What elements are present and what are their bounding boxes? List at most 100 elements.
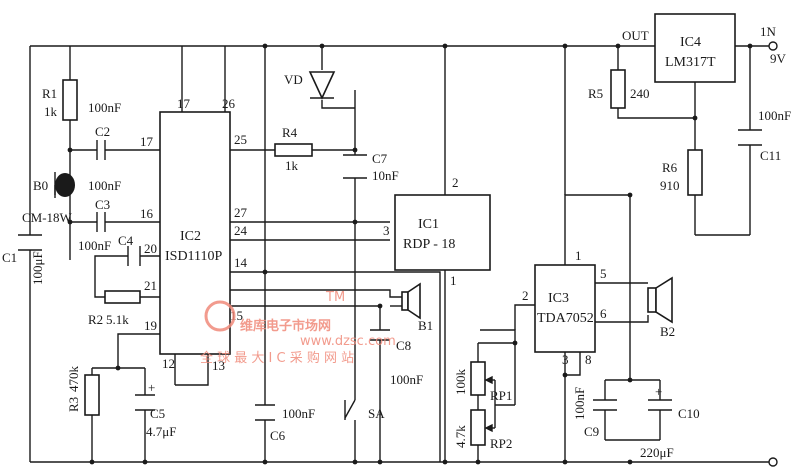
c8-label: C8 <box>396 338 411 353</box>
vd-label: VD <box>284 72 303 87</box>
ic4-body <box>654 13 736 83</box>
c5-plus: + <box>148 380 155 395</box>
c9-value: 100nF <box>572 387 587 420</box>
watermark-tm: TM <box>325 290 345 305</box>
c4-label: C4 <box>118 233 134 248</box>
ic2-pin-12: 12 <box>162 356 175 371</box>
c6-value: 100nF <box>282 406 315 421</box>
ic3-pin-2: 2 <box>522 288 529 303</box>
sa-switch <box>344 399 356 420</box>
ic3-body <box>534 264 596 353</box>
capacitors <box>18 129 762 421</box>
c10-plus: + <box>655 384 662 399</box>
ic2-part: ISD1110P <box>165 249 223 264</box>
c4-value: 100nF <box>78 238 111 253</box>
ic2-pin-25: 25 <box>234 132 247 147</box>
c3-label: C3 <box>95 197 110 212</box>
b2-speaker <box>647 276 673 324</box>
ic3-name: IC3 <box>548 291 569 306</box>
input-terminal <box>768 41 778 51</box>
ic2-pin-17-top: 17 <box>177 96 191 111</box>
ic3-pin-8: 8 <box>585 352 592 367</box>
ic2-pin-13: 13 <box>212 358 225 373</box>
c2-label: C2 <box>95 124 110 139</box>
ic2-pin-27: 27 <box>234 205 248 220</box>
r6-value: 910 <box>660 178 680 193</box>
r3-label: R3 <box>66 397 81 412</box>
ic1-body <box>394 194 491 271</box>
c7-value: 10nF <box>372 168 399 183</box>
r6-resistor <box>687 149 703 196</box>
ic1-name: IC1 <box>418 217 439 232</box>
b0-label: B0 <box>33 178 48 193</box>
ic2-pin-24: 24 <box>234 223 248 238</box>
rp1-potentiometer <box>470 361 486 396</box>
ic2-pin-17-left: 17 <box>140 134 154 149</box>
c7-label: C7 <box>372 151 388 166</box>
ic2-pin-19: 19 <box>144 318 157 333</box>
b2-label: B2 <box>660 324 675 339</box>
c9-label: C9 <box>584 424 599 439</box>
c11-value: 100nF <box>758 108 791 123</box>
b0-part: CM-18W <box>22 210 73 225</box>
r1-resistor <box>62 79 78 121</box>
ic2-pin-20: 20 <box>144 241 157 256</box>
ic2-pin-14: 14 <box>234 255 248 270</box>
ic2-pin-26: 26 <box>222 96 236 111</box>
supply-voltage-label: 9V <box>770 51 787 66</box>
c3-value: 100nF <box>88 178 121 193</box>
ic2-body <box>159 111 231 355</box>
ground-terminal <box>768 457 778 467</box>
r1-label: R1 <box>42 86 57 101</box>
rp1-value: 100k <box>453 369 468 396</box>
watermark-brand: 维库电子市场网 <box>240 318 331 334</box>
r2-value: 5.1k <box>106 312 129 327</box>
ic3-part: TDA7052 <box>537 311 594 326</box>
r4-resistor <box>274 143 313 157</box>
ic4-part: LM317T <box>665 55 716 70</box>
watermark-url: www.dzsc.com <box>300 334 396 349</box>
watermark-slogan: 全 球 最 大 I C 采 购 网 站 <box>200 350 354 366</box>
ic2-name: IC2 <box>180 229 201 244</box>
rp2-potentiometer <box>470 409 486 446</box>
r1-value: 1k <box>44 104 58 119</box>
b1-label: B1 <box>418 318 433 333</box>
r5-resistor <box>610 69 626 109</box>
r4-label: R4 <box>282 125 298 140</box>
c10-value: 220μF <box>640 445 674 460</box>
wires <box>29 45 770 463</box>
c5-label: C5 <box>150 406 165 421</box>
vd-diode <box>308 71 336 100</box>
pot-wipers <box>484 375 496 433</box>
ic1-pin-2: 2 <box>452 175 459 190</box>
ic1-pin-3: 3 <box>383 223 390 238</box>
ic2-pin-21: 21 <box>144 278 157 293</box>
ic3-pin-6: 6 <box>600 306 607 321</box>
c6-label: C6 <box>270 428 286 443</box>
r6-label: R6 <box>662 160 678 175</box>
r3-value: 470k <box>66 366 81 393</box>
r5-value: 240 <box>630 86 650 101</box>
ic2-pin-16: 16 <box>140 206 154 221</box>
b0-microphone <box>55 173 75 197</box>
ic3-pin-3: 3 <box>562 352 569 367</box>
c8-value: 100nF <box>390 372 423 387</box>
ic4-out-label: OUT <box>622 28 649 43</box>
c2-value: 100nF <box>88 100 121 115</box>
ic1-part: RDP - 18 <box>403 237 455 252</box>
ic1-pin-1: 1 <box>450 273 457 288</box>
rp1-label: RP1 <box>490 388 512 403</box>
ic3-pin-1: 1 <box>575 248 582 263</box>
junction-dots <box>67 43 753 465</box>
r2-label: R2 <box>88 312 103 327</box>
rp2-label: RP2 <box>490 436 512 451</box>
b1-speaker <box>401 282 421 320</box>
r3-resistor <box>84 374 100 416</box>
c11-label: C11 <box>760 148 781 163</box>
c5-value: 4.7μF <box>146 424 176 439</box>
sa-label: SA <box>368 406 385 421</box>
c1-label: C1 <box>2 250 17 265</box>
r2-resistor <box>104 290 141 304</box>
